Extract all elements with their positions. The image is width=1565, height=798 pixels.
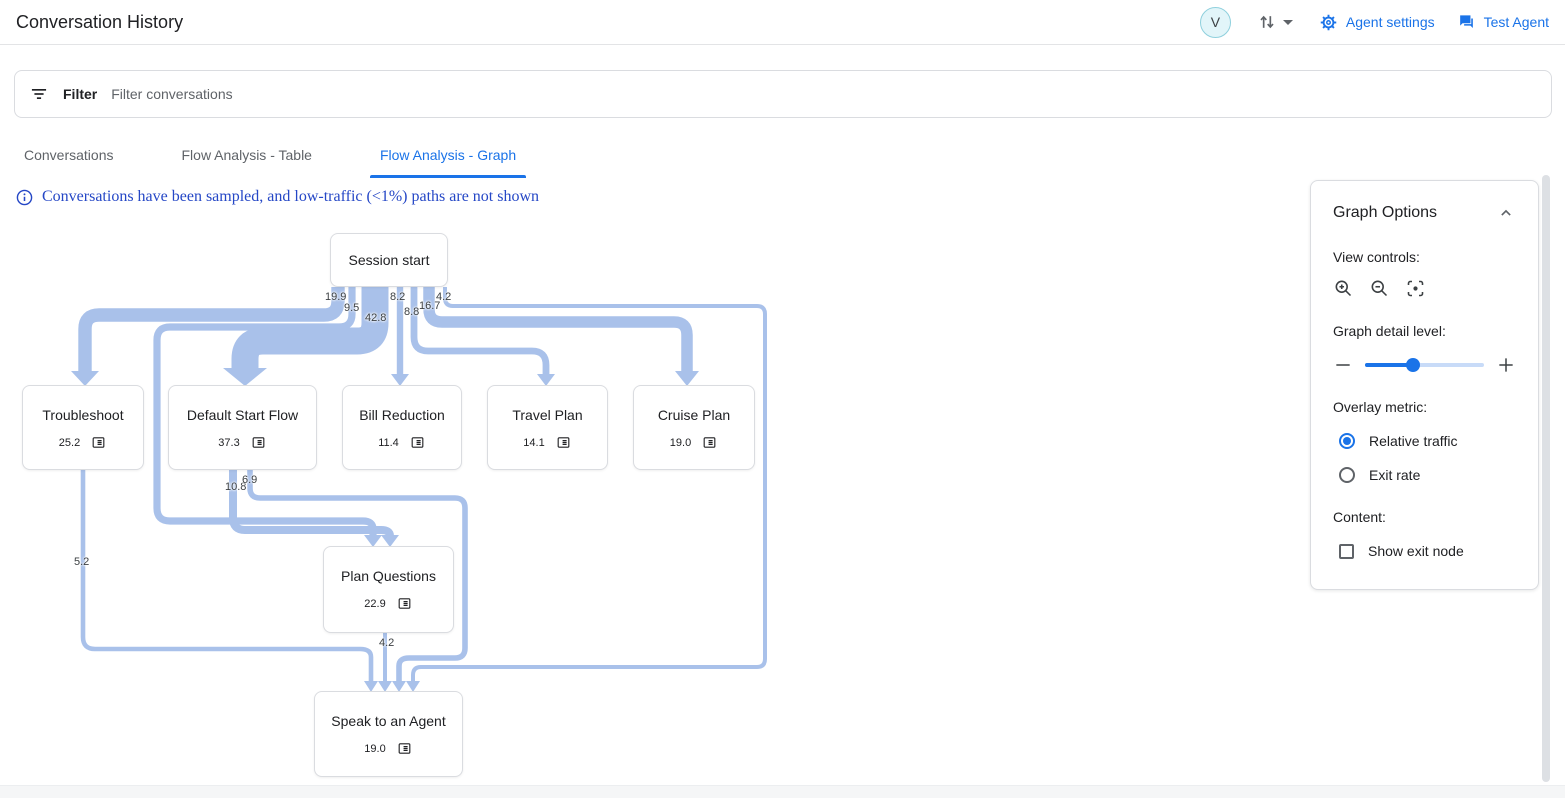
sort-button[interactable] xyxy=(1253,8,1297,36)
table-icon[interactable] xyxy=(90,435,107,450)
edge-label: 6.9 xyxy=(242,474,258,486)
filter-label: Filter xyxy=(63,86,98,102)
sampling-notice: Conversations have been sampled, and low… xyxy=(16,188,539,206)
node-title: Default Start Flow xyxy=(186,407,299,423)
node-value: 14.1 xyxy=(523,436,545,449)
edge-label: 5.2 xyxy=(74,556,90,568)
filter-icon xyxy=(29,84,49,104)
content-label: Content: xyxy=(1333,509,1386,525)
node-value: 19.0 xyxy=(364,742,386,755)
agent-settings-label: Agent settings xyxy=(1345,14,1435,30)
node-value: 37.3 xyxy=(218,436,240,449)
node-value: 25.2 xyxy=(58,436,81,449)
edge-label: 19.9 xyxy=(325,291,347,303)
edge-label: 10.8 xyxy=(225,481,247,493)
flow-node-session-start[interactable]: Session start xyxy=(330,233,448,287)
chat-icon xyxy=(1457,13,1476,32)
node-title: Speak to an Agent xyxy=(331,713,446,729)
zoom-in-button[interactable] xyxy=(1333,278,1354,299)
table-icon[interactable] xyxy=(701,435,718,450)
node-value: 11.4 xyxy=(378,436,399,449)
detail-plus-button[interactable] xyxy=(1496,355,1516,375)
detail-slider[interactable] xyxy=(1365,358,1484,372)
edge-label: 4.2 xyxy=(436,291,452,303)
filter-conversations-input[interactable] xyxy=(111,86,1537,102)
top-header: Conversation History V Agen xyxy=(0,0,1565,45)
flow-node-default-start-flow[interactable]: Default Start Flow 37.3 xyxy=(168,385,317,470)
show-exit-node-checkbox[interactable]: Show exit node xyxy=(1339,543,1516,559)
graph-options-panel: Graph Options View controls: Graph detai… xyxy=(1310,180,1539,590)
filter-bar[interactable]: Filter xyxy=(14,70,1552,118)
slider-track xyxy=(1365,363,1484,367)
avatar[interactable]: V xyxy=(1199,6,1231,38)
sort-arrows-icon xyxy=(1257,12,1277,32)
edge-label: 8.2 xyxy=(390,291,406,303)
radio-icon xyxy=(1339,433,1355,449)
checkbox-icon xyxy=(1339,543,1354,559)
flow-node-travel-plan[interactable]: Travel Plan 14.1 xyxy=(487,385,608,470)
edge-label: 9.5 xyxy=(344,302,360,314)
view-controls-label: View controls: xyxy=(1333,249,1420,265)
info-icon xyxy=(16,189,33,206)
tab-flow-analysis-table[interactable]: Flow Analysis - Table xyxy=(181,147,312,163)
flow-node-troubleshoot[interactable]: Troubleshoot 25.2 xyxy=(22,385,144,470)
detail-minus-button[interactable] xyxy=(1333,355,1353,375)
node-title: Troubleshoot xyxy=(42,407,124,423)
graph-options-title: Graph Options xyxy=(1333,204,1438,221)
test-agent-label: Test Agent xyxy=(1483,14,1549,30)
test-agent-button[interactable]: Test Agent xyxy=(1457,13,1549,32)
chevron-down-icon xyxy=(1282,19,1293,25)
tab-conversations[interactable]: Conversations xyxy=(24,147,114,163)
overlay-metric-label: Overlay metric: xyxy=(1333,399,1428,415)
table-icon[interactable] xyxy=(396,741,413,756)
radio-exit-rate[interactable]: Exit rate xyxy=(1339,467,1516,483)
vertical-scrollbar[interactable] xyxy=(1542,175,1550,782)
node-value: 19.0 xyxy=(669,436,692,449)
node-title: Travel Plan xyxy=(512,407,583,423)
table-icon[interactable] xyxy=(250,435,267,450)
flow-node-speak-to-an-agent[interactable]: Speak to an Agent 19.0 xyxy=(314,691,463,777)
flow-node-plan-questions[interactable]: Plan Questions 22.9 xyxy=(323,546,454,633)
center-graph-button[interactable] xyxy=(1405,278,1426,299)
edge-label: 4.2 xyxy=(379,637,395,649)
table-icon[interactable] xyxy=(409,435,426,450)
radio-label: Exit rate xyxy=(1369,467,1421,483)
table-icon[interactable] xyxy=(555,435,572,450)
agent-settings-button[interactable]: Agent settings xyxy=(1319,13,1435,32)
node-title: Bill Reduction xyxy=(359,407,445,423)
gear-icon xyxy=(1319,13,1338,32)
radio-icon xyxy=(1339,467,1355,483)
edge-label: 16.7 xyxy=(419,300,441,312)
flow-node-cruise-plan[interactable]: Cruise Plan 19.0 xyxy=(633,385,755,470)
node-title: Session start xyxy=(348,252,430,268)
node-title: Cruise Plan xyxy=(657,407,731,423)
flow-edges xyxy=(71,287,767,692)
avatar-letter: V xyxy=(1210,14,1221,30)
horizontal-scrollbar-track[interactable] xyxy=(0,785,1565,798)
node-title: Plan Questions xyxy=(341,568,436,584)
tab-bar: Conversations Flow Analysis - Table Flow… xyxy=(14,132,527,178)
collapse-panel-button[interactable] xyxy=(1496,203,1516,223)
radio-relative-traffic[interactable]: Relative traffic xyxy=(1339,433,1516,449)
table-icon[interactable] xyxy=(396,596,413,611)
page-title: Conversation History xyxy=(16,11,184,32)
tab-flow-analysis-graph[interactable]: Flow Analysis - Graph xyxy=(369,133,527,178)
detail-slider-fill xyxy=(1365,363,1413,367)
flow-node-bill-reduction[interactable]: Bill Reduction 11.4 xyxy=(342,385,462,470)
radio-label: Relative traffic xyxy=(1369,433,1458,449)
detail-slider-thumb[interactable] xyxy=(1405,358,1420,372)
zoom-out-button[interactable] xyxy=(1369,278,1390,299)
graph-detail-label: Graph detail level: xyxy=(1333,323,1446,339)
node-value: 22.9 xyxy=(364,597,386,610)
edge-label: 8.8 xyxy=(404,306,420,318)
sampling-notice-text: Conversations have been sampled, and low… xyxy=(42,188,540,205)
header-actions: V Agent settings xyxy=(1199,6,1549,38)
edge-label: 42.8 xyxy=(365,312,387,324)
checkbox-label: Show exit node xyxy=(1368,543,1464,559)
